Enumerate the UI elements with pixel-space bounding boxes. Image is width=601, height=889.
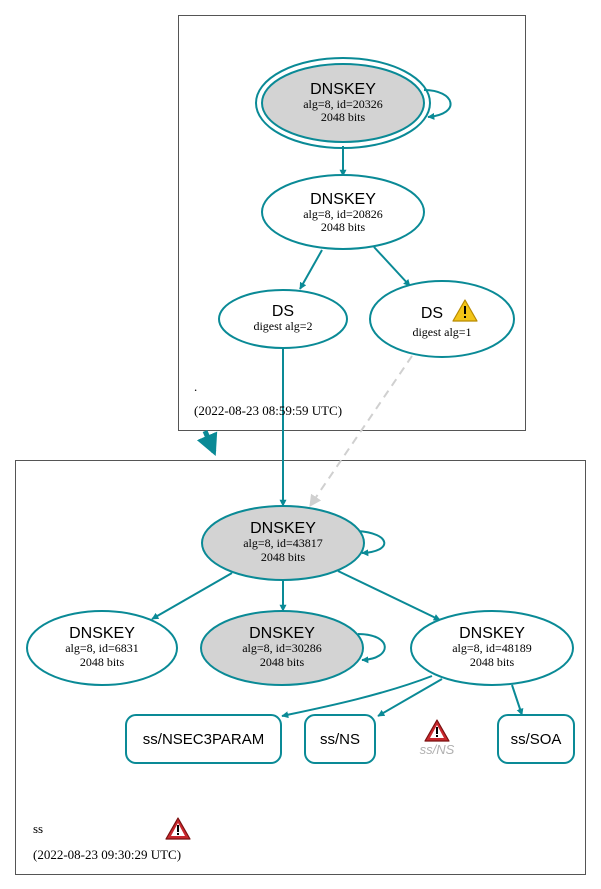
- ss-zone-timestamp: (2022-08-23 09:30:29 UTC): [33, 847, 181, 862]
- error-triangle-icon: [165, 817, 191, 840]
- root-zone-timestamp: (2022-08-23 08:59:59 UTC): [194, 403, 342, 418]
- ss-key-30286-title: DNSKEY: [249, 625, 315, 642]
- rrset-ns[interactable]: ss/NS: [304, 714, 376, 764]
- ghost-ns-label: ss/NS: [420, 742, 455, 757]
- ss-key-48189-node[interactable]: DNSKEY alg=8, id=48189 2048 bits: [410, 610, 574, 686]
- edge-root-ksk-self: [423, 89, 452, 120]
- ss-key-6831-bits: 2048 bits: [80, 655, 125, 669]
- root-ksk-node[interactable]: DNSKEY alg=8, id=20326 2048 bits: [255, 57, 431, 149]
- edge-ds-warn-ss-ksk: [309, 355, 413, 507]
- warning-triangle-icon: [452, 299, 478, 322]
- rrset-nsec3param-label: ss/NSEC3PARAM: [143, 731, 264, 748]
- edge-ss-ksk-48189: [337, 570, 441, 621]
- root-zsk-title: DNSKEY: [310, 191, 376, 208]
- rrset-soa-label: ss/SOA: [511, 731, 562, 748]
- root-zsk-node[interactable]: DNSKEY alg=8, id=20826 2048 bits: [261, 174, 425, 250]
- root-ds-ok-node[interactable]: DS digest alg=2: [218, 289, 348, 349]
- ss-key-30286-node[interactable]: DNSKEY alg=8, id=30286 2048 bits: [200, 610, 364, 686]
- root-ksk-bits: 2048 bits: [321, 110, 366, 124]
- rrset-soa[interactable]: ss/SOA: [497, 714, 575, 764]
- ss-key-30286-alg: alg=8, id=30286: [242, 641, 322, 655]
- delegation-arrow: [196, 430, 218, 457]
- ss-key-6831-node[interactable]: DNSKEY alg=8, id=6831 2048 bits: [26, 610, 178, 686]
- ss-ksk-title: DNSKEY: [250, 520, 316, 537]
- ss-ksk-alg: alg=8, id=43817: [243, 536, 323, 550]
- ss-key-48189-bits: 2048 bits: [470, 655, 515, 669]
- edge-48189-nsec3param: [281, 675, 433, 719]
- ghost-ns-node[interactable]: ss/NS: [420, 719, 455, 757]
- edge-zsk-ds-ok: [299, 249, 323, 290]
- edge-48189-ns: [377, 678, 443, 717]
- edge-ss-ksk-self: [356, 530, 386, 557]
- root-zsk-alg: alg=8, id=20826: [303, 207, 383, 221]
- ss-key-30286-bits: 2048 bits: [260, 655, 305, 669]
- root-zone-name: .: [194, 379, 197, 394]
- root-zone-box: [178, 15, 526, 431]
- rrset-nsec3param[interactable]: ss/NSEC3PARAM: [125, 714, 282, 764]
- ss-ksk-bits: 2048 bits: [261, 550, 306, 564]
- root-ds-warn-title: DS: [421, 305, 443, 322]
- ss-key-6831-title: DNSKEY: [69, 625, 135, 642]
- root-ds-warn-digest: digest alg=1: [412, 325, 471, 339]
- ss-key-6831-alg: alg=8, id=6831: [65, 641, 139, 655]
- rrset-ns-label: ss/NS: [320, 731, 360, 748]
- root-ds-ok-title: DS: [272, 303, 294, 320]
- ss-ksk-node[interactable]: DNSKEY alg=8, id=43817 2048 bits: [201, 505, 365, 581]
- edge-48189-soa: [511, 684, 524, 716]
- root-ds-warn-node[interactable]: DS digest alg=1: [369, 280, 515, 358]
- ss-key-48189-alg: alg=8, id=48189: [452, 641, 532, 655]
- root-ksk-alg: alg=8, id=20326: [303, 97, 383, 111]
- edge-ss-ksk-6831: [151, 572, 233, 620]
- ss-zone-box: [15, 460, 586, 875]
- root-ds-ok-digest: digest alg=2: [253, 319, 312, 333]
- root-ksk-title: DNSKEY: [310, 81, 376, 98]
- ss-zone-name: ss: [33, 821, 43, 836]
- root-zsk-bits: 2048 bits: [321, 220, 366, 234]
- error-triangle-icon: [424, 719, 450, 742]
- edge-30286-self: [357, 633, 386, 664]
- edge-zsk-ds-warn: [373, 246, 411, 287]
- ss-key-48189-title: DNSKEY: [459, 625, 525, 642]
